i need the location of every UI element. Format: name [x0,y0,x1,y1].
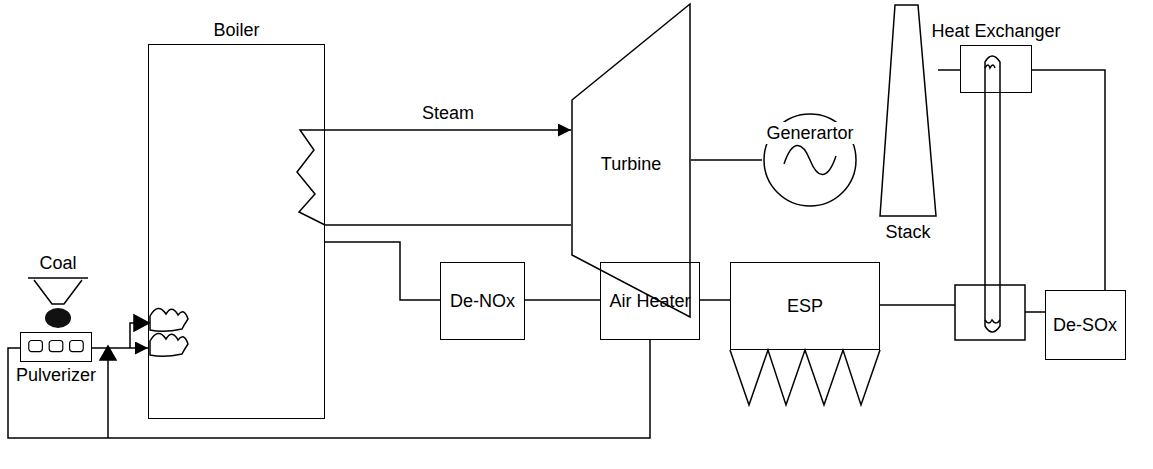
turbine-shape: Turbine [571,3,691,319]
node-label: De-SOx [1053,314,1117,336]
flue-gas-ducts [880,285,1045,340]
stack-shape-outline [878,3,938,218]
node-label: Coal [39,252,76,274]
burners [130,308,188,356]
pulverizer-box: Pulverizer [20,332,92,362]
esp-hoppers [730,350,880,405]
coal-hopper: Coal [28,278,88,330]
connector [691,159,762,161]
node-label: De-NOx [450,290,515,312]
connector [325,242,440,300]
process-box: ESP [730,262,880,350]
connector [92,347,148,349]
node-label: Boiler [213,19,259,41]
process-box: De-SOx [1045,290,1126,360]
connector [1032,70,1105,290]
fan-symbol [100,346,116,438]
node-label: Stack [885,221,930,243]
process-box: Air Heater [600,262,700,340]
node-label: Air Heater [609,290,690,312]
node-label: Turbine [601,153,661,175]
boiler-box: Boiler [148,44,325,419]
node-label: Generartor [764,122,855,144]
coal-hopper-outline [28,278,88,330]
heat-exchanger-box: Heat Exchanger [960,45,1032,93]
connector [525,299,600,301]
generator-circle: Generartor [762,112,858,208]
pulverizer-box-outline [21,333,91,361]
connector [938,69,960,71]
connector [8,340,650,438]
boiler-coil [297,130,325,225]
process-box: De-NOx [440,262,525,340]
connector [325,224,571,226]
node-label: ESP [787,295,823,317]
node-label: Pulverizer [16,364,96,386]
connector [325,129,571,131]
connector [700,299,730,301]
node-label: Heat Exchanger [931,20,1060,42]
exchanger-loop [985,56,1000,332]
stack-shape: Stack [878,3,938,218]
edge-label: Steam [422,102,474,124]
